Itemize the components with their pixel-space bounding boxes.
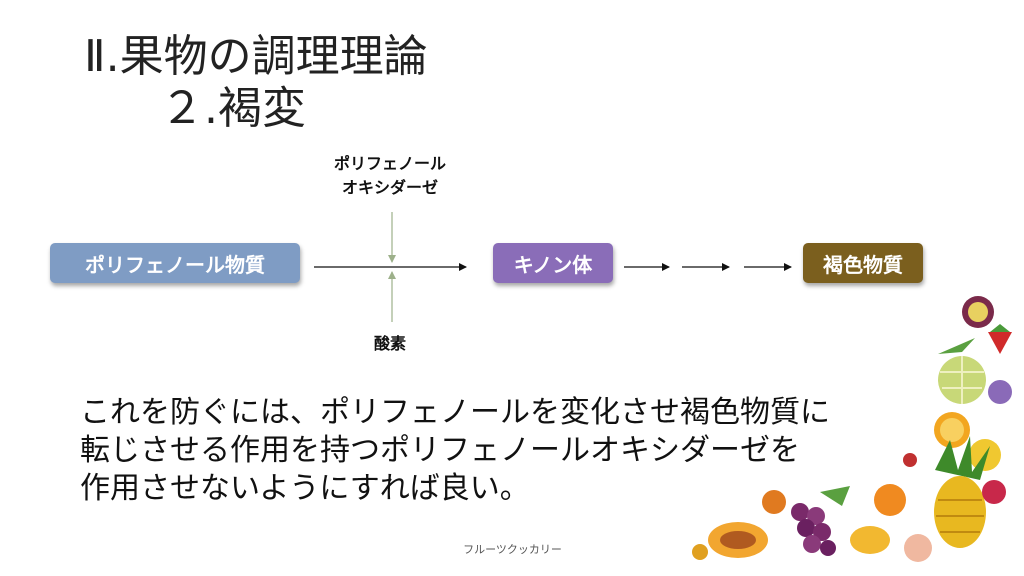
node-quinone: キノン体 [493,243,613,283]
footer-label: フルーツクッカリー [463,543,562,556]
body-text: これを防ぐには、ポリフェノールを変化させ褐色物質に 転じさせる作用を持つポリフェ… [80,394,830,508]
enzyme-label-line-2: オキシダーゼ [341,178,438,197]
pineapple-icon [934,436,990,548]
body-line-3: 作用させないようにすれば良い。 [80,471,530,506]
enzyme-label-line-1: ポリフェノール [333,154,446,173]
orange-slice-icon [934,412,970,448]
slide-title: Ⅱ.果物の調理理論 [84,31,428,82]
body-line-1: これを防ぐには、ポリフェノールを変化させ褐色物質に [80,395,830,430]
passion-fruit-icon [962,296,994,328]
body-line-2: 転じさせる作用を持つポリフェノールオキシダーゼを [80,433,800,468]
grapes-icon [791,486,850,556]
oxygen-label: 酸素 [373,334,406,353]
enzyme-label: ポリフェノール オキシダーゼ [310,152,470,200]
slide-subtitle: ２.褐変 [160,83,306,134]
node-polyphenol: ポリフェノール物質 [50,243,300,283]
melon-icon [938,356,986,404]
strawberry-icon [988,324,1012,354]
papaya-icon [708,522,768,558]
node-brown-substance: 褐色物質 [803,243,923,283]
